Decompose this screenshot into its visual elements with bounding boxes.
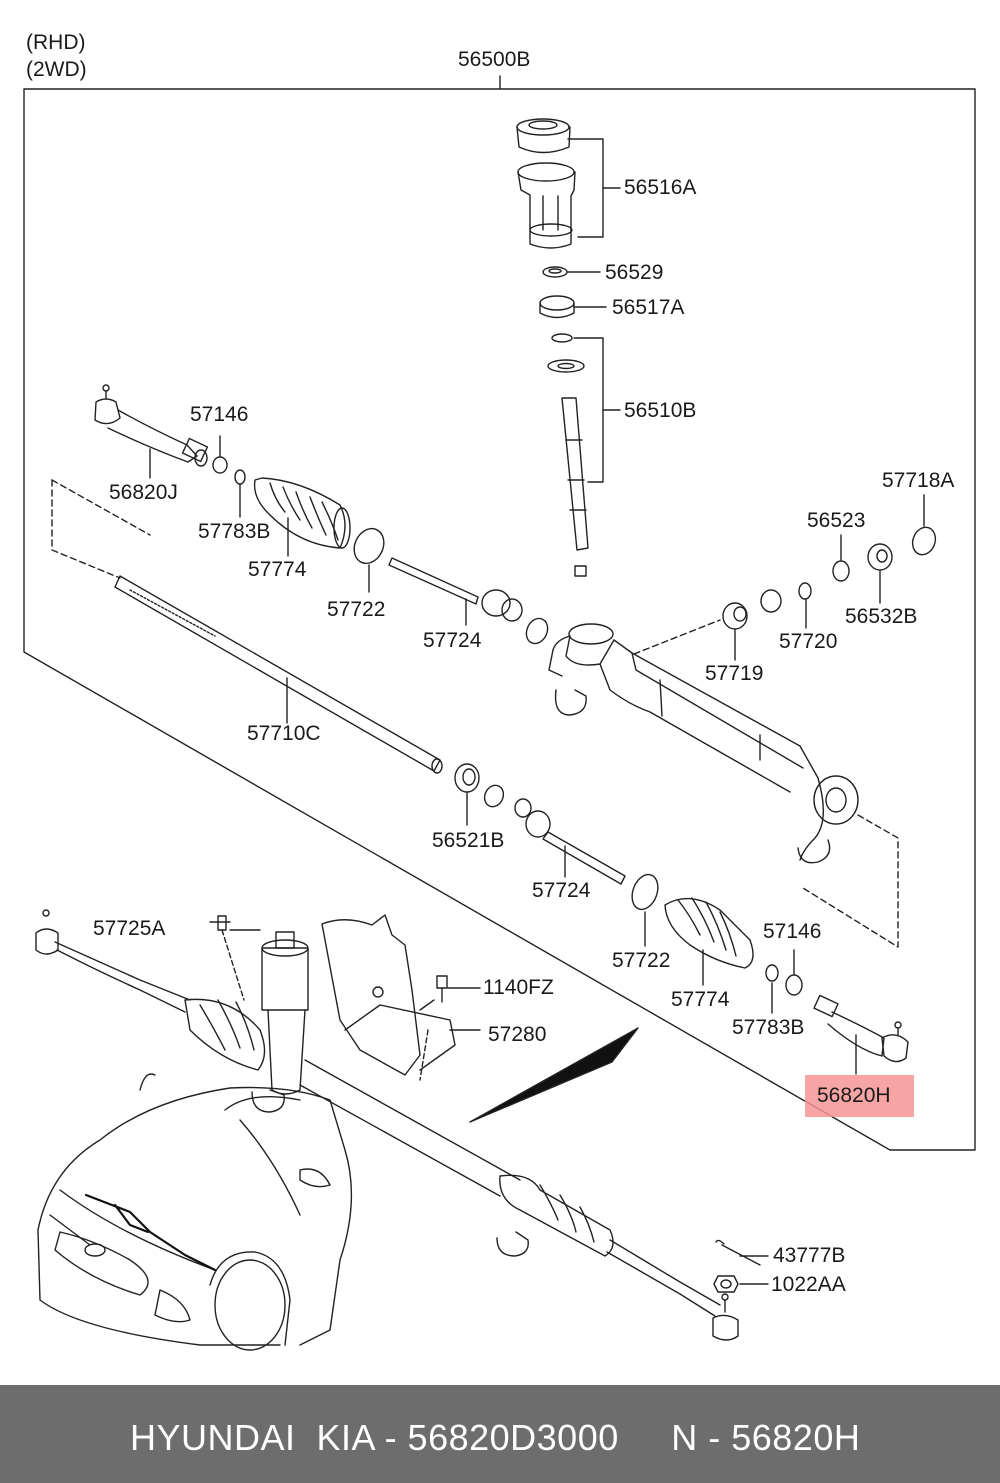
part-label-56820J[interactable]: 56820J [109, 481, 178, 504]
tie-rod-end-56820H [814, 995, 908, 1074]
tie-rod-end-56820J [95, 385, 207, 478]
o-ring-pinion [522, 615, 551, 647]
part-label-56510B[interactable]: 56510B [624, 399, 697, 422]
part-label-56523[interactable]: 56523 [807, 509, 866, 532]
spring-57720 [761, 583, 811, 628]
inner-tie-rod-57724-bottom [515, 799, 625, 884]
boot-57774-top [255, 478, 350, 556]
ring-56523 [833, 535, 849, 581]
steering-gear-exploded-diagram [0, 0, 1000, 1385]
rack-bar-57710C [52, 480, 442, 773]
seal-ring-56529 [543, 267, 600, 277]
inner-tie-rod-57724-top [389, 558, 522, 625]
installed-steering-gear-view [36, 910, 768, 1340]
part-label-56521B[interactable]: 56521B [432, 829, 505, 852]
variant-2wd-label: (2WD) [26, 58, 87, 81]
part-label-57710C[interactable]: 57710C [247, 722, 321, 745]
part-label-1140FZ[interactable]: 1140FZ [483, 976, 554, 999]
part-label-57724-top[interactable]: 57724 [423, 629, 482, 652]
washer-57783B-bottom [766, 965, 778, 1013]
pinion-housing-cover [517, 119, 620, 248]
clamp-57722-top [349, 524, 390, 592]
boot-57774-bottom [665, 898, 753, 985]
part-label-56532B[interactable]: 56532B [845, 605, 918, 628]
assembly-part-number[interactable]: 56500B [458, 48, 531, 71]
bearing-56517A [540, 296, 606, 318]
part-label-1022AA[interactable]: 1022AA [771, 1273, 846, 1296]
part-label-56517A[interactable]: 56517A [612, 296, 685, 319]
part-label-57722-top[interactable]: 57722 [327, 598, 386, 621]
clamp-57722-bottom [628, 871, 663, 946]
part-label-57722-bottom[interactable]: 57722 [612, 949, 671, 972]
part-number-footer: HYUNDAI KIA - 56820D3000 N - 56820H [0, 1385, 1000, 1483]
part-label-57724-bottom[interactable]: 57724 [532, 879, 591, 902]
locknut-57718A [909, 495, 939, 558]
bushing-56521B [455, 764, 507, 825]
part-label-57774-bottom[interactable]: 57774 [671, 988, 730, 1011]
part-label-57146-top[interactable]: 57146 [190, 403, 249, 426]
yoke-57719 [723, 603, 747, 660]
part-label-57774-top[interactable]: 57774 [248, 558, 307, 581]
part-label-56516A[interactable]: 56516A [624, 176, 697, 199]
part-label-57725A[interactable]: 57725A [93, 917, 166, 940]
part-label-56820H[interactable]: 56820H [817, 1084, 891, 1107]
part-label-56529[interactable]: 56529 [605, 261, 664, 284]
part-label-57146-bottom[interactable]: 57146 [763, 920, 822, 943]
footer-part-cross-reference: HYUNDAI KIA - 56820D3000 N - 56820H [130, 1417, 861, 1458]
variant-rhd-label: (RHD) [26, 31, 86, 54]
part-label-57718A[interactable]: 57718A [882, 469, 955, 492]
part-label-57783B-top[interactable]: 57783B [198, 520, 271, 543]
cap-56532B [868, 544, 892, 603]
part-label-57719[interactable]: 57719 [705, 662, 764, 685]
part-label-57720[interactable]: 57720 [779, 630, 838, 653]
washer-57783B-top [235, 470, 245, 517]
part-label-57280[interactable]: 57280 [488, 1023, 547, 1046]
rack-housing [549, 620, 898, 947]
assembly-frame [24, 76, 975, 1150]
part-label-57783B-bottom[interactable]: 57783B [732, 1016, 805, 1039]
nut-57146-top [213, 436, 227, 473]
part-label-43777B[interactable]: 43777B [773, 1244, 846, 1267]
pinion-shaft-56510B [548, 334, 620, 576]
highlight-box [805, 1075, 914, 1117]
vehicle-outline [38, 1074, 351, 1350]
nut-57146-bottom [786, 950, 802, 995]
